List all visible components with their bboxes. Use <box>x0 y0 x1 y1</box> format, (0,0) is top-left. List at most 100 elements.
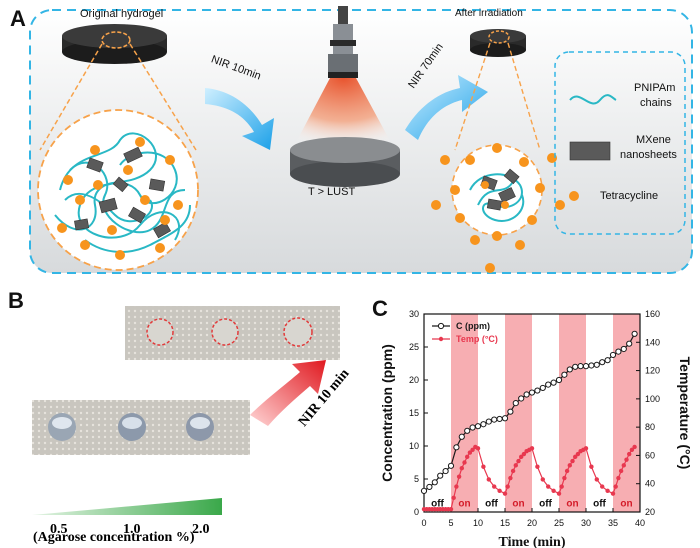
temp-point <box>451 495 456 501</box>
temp-point <box>610 491 616 496</box>
temp-point <box>600 484 605 489</box>
conc-point <box>453 444 460 451</box>
x-tick-label: 0 <box>421 518 426 528</box>
temp-point <box>513 463 518 468</box>
y-right-tick-label: 60 <box>645 450 655 460</box>
temp-point <box>583 446 589 451</box>
conc-point <box>615 348 622 355</box>
conc-point <box>496 415 503 423</box>
nir-lamp <box>292 6 395 150</box>
y-right-tick-label: 160 <box>645 309 660 319</box>
legend-chains-line1: PNIPAm <box>634 82 676 94</box>
temp-point <box>589 464 594 469</box>
y-tick-label: 0 <box>414 507 419 517</box>
conc-point <box>507 408 514 415</box>
conc-point <box>572 363 579 370</box>
conc-point <box>447 462 455 469</box>
x-tick-label: 5 <box>448 518 453 528</box>
y-right-axis-label: Temperature (°C) <box>677 357 693 470</box>
conc-point <box>512 400 519 407</box>
conc-point <box>442 467 449 475</box>
conc-point <box>501 415 509 422</box>
temp-point <box>616 475 621 481</box>
temp-point <box>516 458 521 464</box>
y-axis-label: Concentration (ppm) <box>379 344 395 482</box>
state-label-on: on <box>458 499 470 510</box>
temp-point <box>559 484 564 489</box>
heated-hydrogel-disk <box>290 137 400 187</box>
temp-point <box>470 447 475 452</box>
released-drug-dots <box>431 143 565 273</box>
conc-point <box>480 421 487 428</box>
temp-point <box>573 454 578 460</box>
temp-point <box>618 468 624 474</box>
conc-value-0: 0.5 <box>50 522 68 537</box>
panel-b-photos <box>32 306 340 515</box>
legend-chain-icon <box>569 94 617 105</box>
y-right-tick-label: 80 <box>645 422 655 432</box>
temp-point <box>613 484 618 489</box>
legend-mxene-line2: nanosheets <box>620 149 677 161</box>
temp-point <box>564 468 570 474</box>
conc-point <box>550 379 557 386</box>
conc-point <box>518 395 525 402</box>
legend-marker-0 <box>437 322 445 330</box>
nir-red-arrow <box>250 360 326 426</box>
y-tick-label: 30 <box>409 309 419 319</box>
y-tick-label: 10 <box>409 441 419 451</box>
conc-point <box>566 366 573 373</box>
state-label-off: off <box>539 499 552 510</box>
legend-chains-line2: chains <box>640 97 672 109</box>
legend-label-1: Temp (°C) <box>456 334 498 344</box>
temp-point <box>465 454 470 460</box>
legend-mxene-icon <box>569 141 611 161</box>
nir-arrow-2 <box>405 75 488 140</box>
temp-point <box>462 460 467 465</box>
temp-point <box>567 463 572 468</box>
panel-a-letter: A <box>10 6 26 31</box>
legend-tetracycline: Tetracycline <box>600 190 659 202</box>
conc-point <box>485 418 492 425</box>
x-tick-label: 20 <box>527 518 537 528</box>
x-tick-label: 15 <box>500 518 510 528</box>
temp-point <box>519 454 524 460</box>
conc-point <box>626 340 633 347</box>
temp-point <box>632 444 637 450</box>
panel-c-letter: C <box>372 296 388 321</box>
panel-b-letter: B <box>8 288 24 313</box>
x-tick-label: 10 <box>473 518 483 528</box>
conc-point <box>604 357 611 364</box>
temp-point <box>510 468 516 474</box>
nir-arrow-1 <box>205 88 274 150</box>
state-label-on: on <box>512 499 524 510</box>
temp-point <box>492 484 497 489</box>
temp-point <box>505 484 510 489</box>
temp-point <box>594 477 599 482</box>
y-right-tick-label: 40 <box>645 479 655 489</box>
y-tick-label: 5 <box>414 474 419 484</box>
conc-point <box>523 391 530 398</box>
temp-point <box>570 458 575 464</box>
temp-point <box>529 446 535 451</box>
conc-point <box>631 330 638 337</box>
temp-point <box>467 450 473 455</box>
temp-point <box>535 464 540 469</box>
y-right-tick-label: 100 <box>645 394 660 404</box>
temp-point <box>540 477 545 482</box>
tetracycline-dots-original <box>57 137 183 260</box>
y-tick-label: 25 <box>409 342 419 352</box>
legend-drug-icon <box>569 191 579 201</box>
temp-point <box>556 491 562 496</box>
original-hydrogel-disk <box>62 24 167 64</box>
conc-point <box>582 363 590 370</box>
temp-point <box>624 457 629 462</box>
conc-point <box>609 351 617 359</box>
temp-point <box>627 451 632 457</box>
conc-point <box>437 472 444 479</box>
conc-point <box>431 479 438 486</box>
conc-point <box>426 483 433 491</box>
conc-point <box>561 371 568 378</box>
temp-point <box>486 477 491 482</box>
conc-point <box>464 427 471 434</box>
